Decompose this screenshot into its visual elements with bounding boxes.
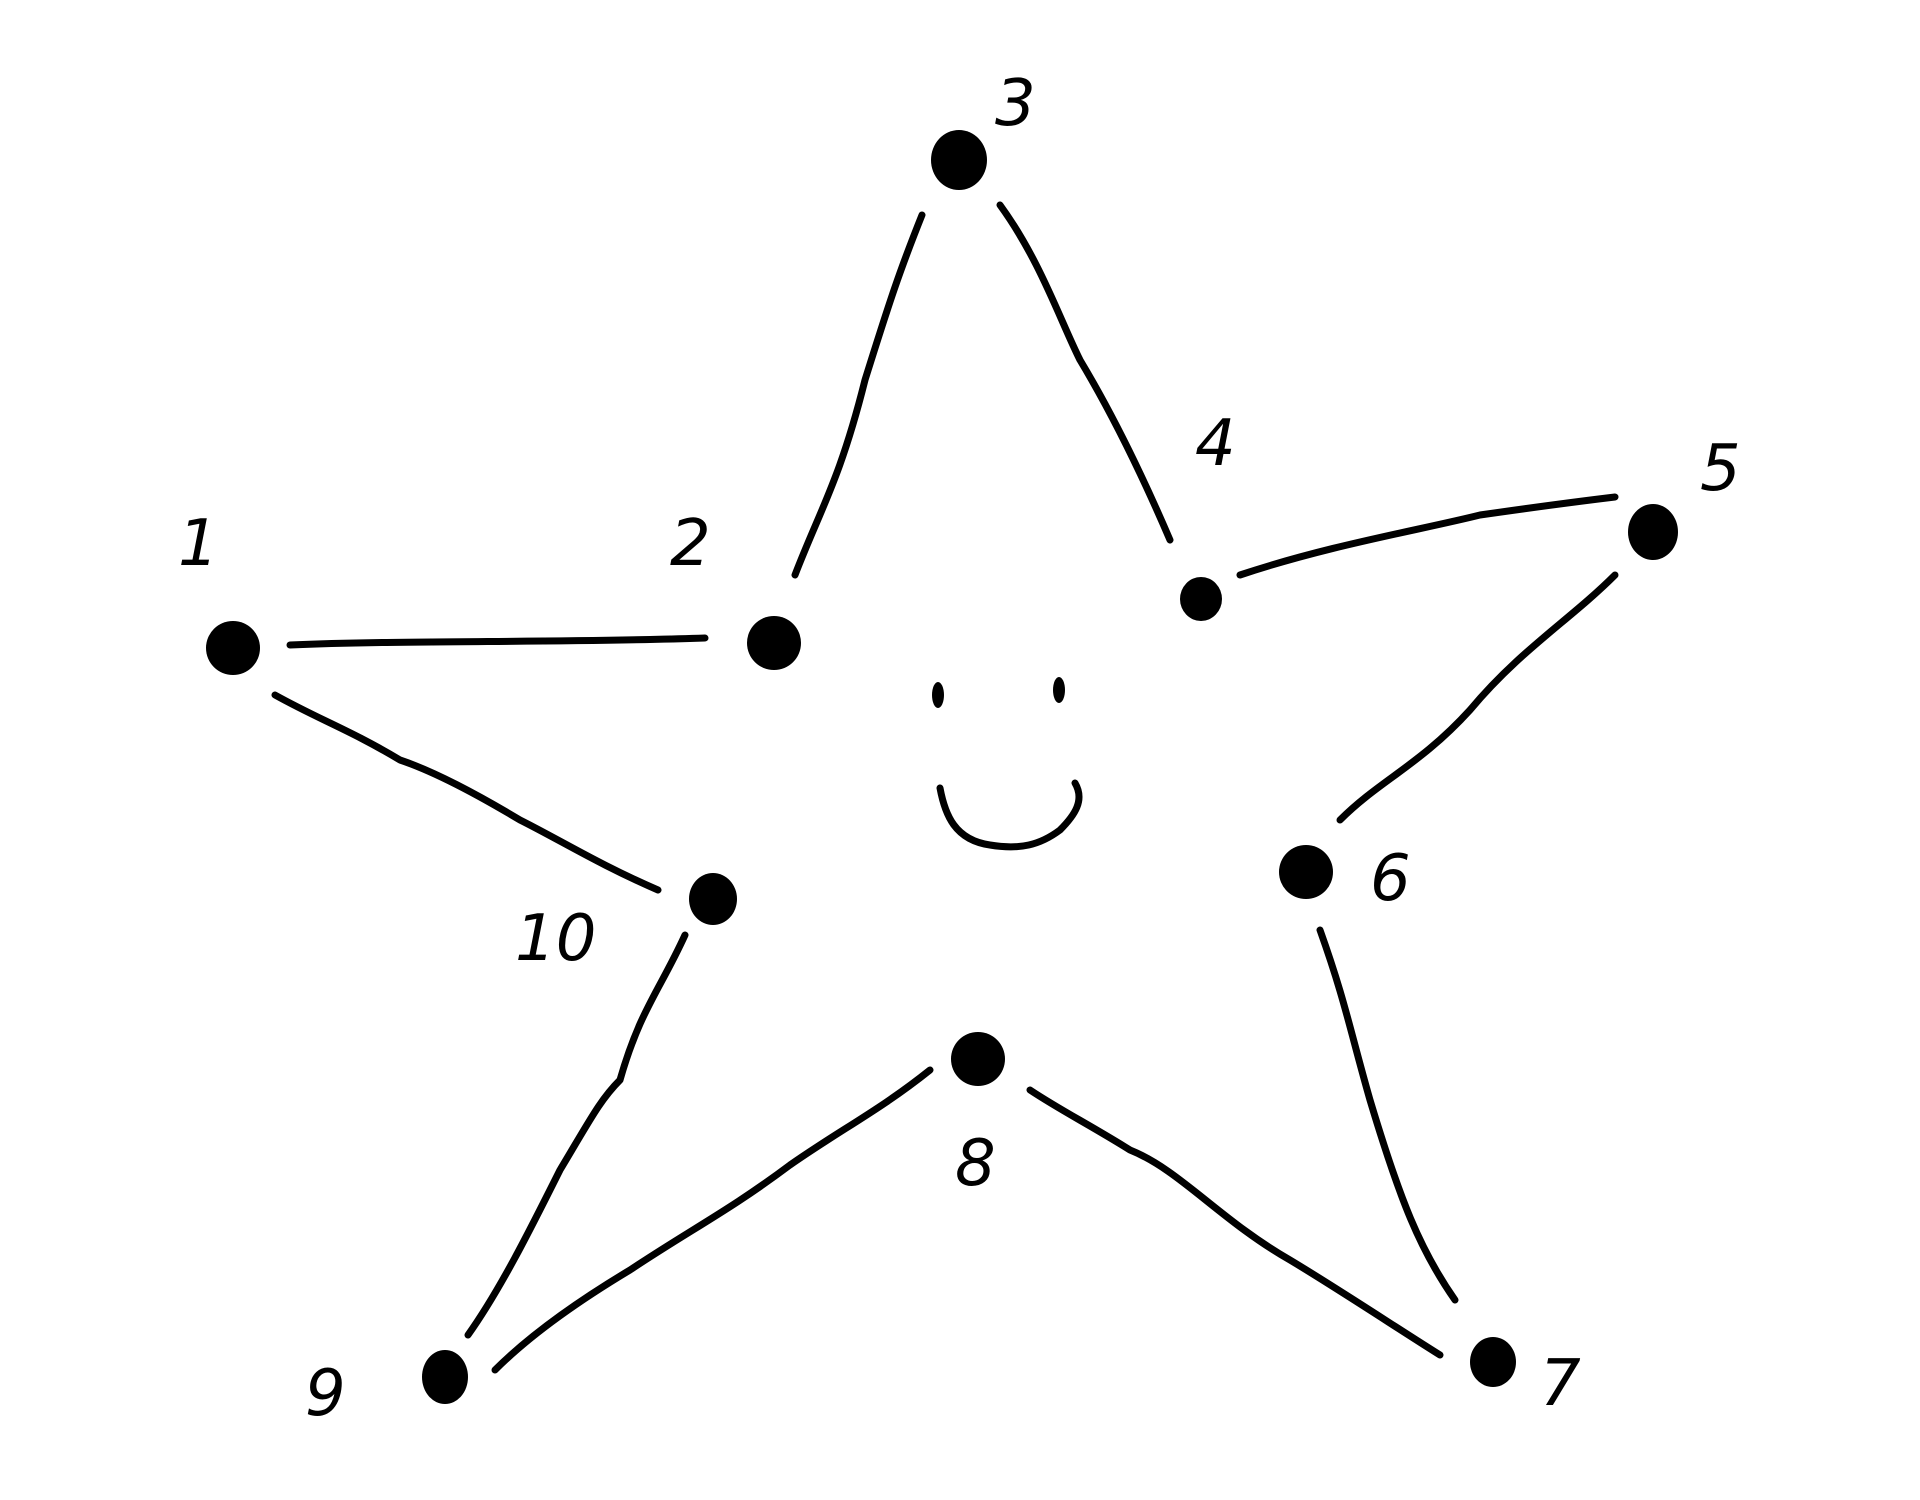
dot-label-1: 1 — [178, 507, 219, 581]
dot-5 — [1628, 504, 1678, 560]
edge-6-7 — [1316, 926, 1459, 1304]
dot-1 — [206, 621, 260, 675]
smile-mouth — [936, 779, 1083, 851]
dot-label-8: 8 — [955, 1127, 996, 1201]
edge-10-1 — [271, 691, 662, 894]
dot-3 — [931, 130, 987, 190]
edge-2-3 — [791, 211, 926, 579]
dot-9 — [422, 1350, 468, 1404]
star-outline — [271, 201, 1619, 1374]
dot-label-6: 6 — [1370, 842, 1411, 916]
right-eye — [1053, 677, 1065, 703]
edge-7-8 — [1026, 1086, 1444, 1359]
edge-8-9 — [491, 1066, 934, 1374]
edge-5-6 — [1336, 571, 1619, 824]
edge-3-4 — [996, 201, 1174, 544]
dot-6 — [1279, 845, 1333, 899]
dots — [206, 130, 1678, 1404]
dot-label-7: 7 — [1540, 1347, 1581, 1421]
edge-9-10 — [464, 931, 689, 1339]
dot-label-10: 10 — [515, 902, 596, 976]
dot-label-2: 2 — [670, 507, 711, 581]
dot-8 — [951, 1032, 1005, 1086]
dot-label-5: 5 — [1700, 432, 1741, 506]
dot-labels: 1 2 3 4 5 6 7 8 9 10 — [178, 67, 1741, 1431]
dot-label-4: 4 — [1195, 407, 1236, 481]
dot-10 — [689, 873, 737, 925]
dot-2 — [747, 616, 801, 670]
dot-label-9: 9 — [305, 1357, 346, 1431]
edge-1-2 — [286, 634, 709, 649]
left-eye — [932, 682, 944, 708]
dot-label-3: 3 — [995, 67, 1036, 141]
smiley-face — [932, 677, 1083, 851]
dot-4 — [1180, 577, 1222, 621]
edge-4-5 — [1236, 493, 1619, 579]
dot-7 — [1470, 1337, 1516, 1387]
